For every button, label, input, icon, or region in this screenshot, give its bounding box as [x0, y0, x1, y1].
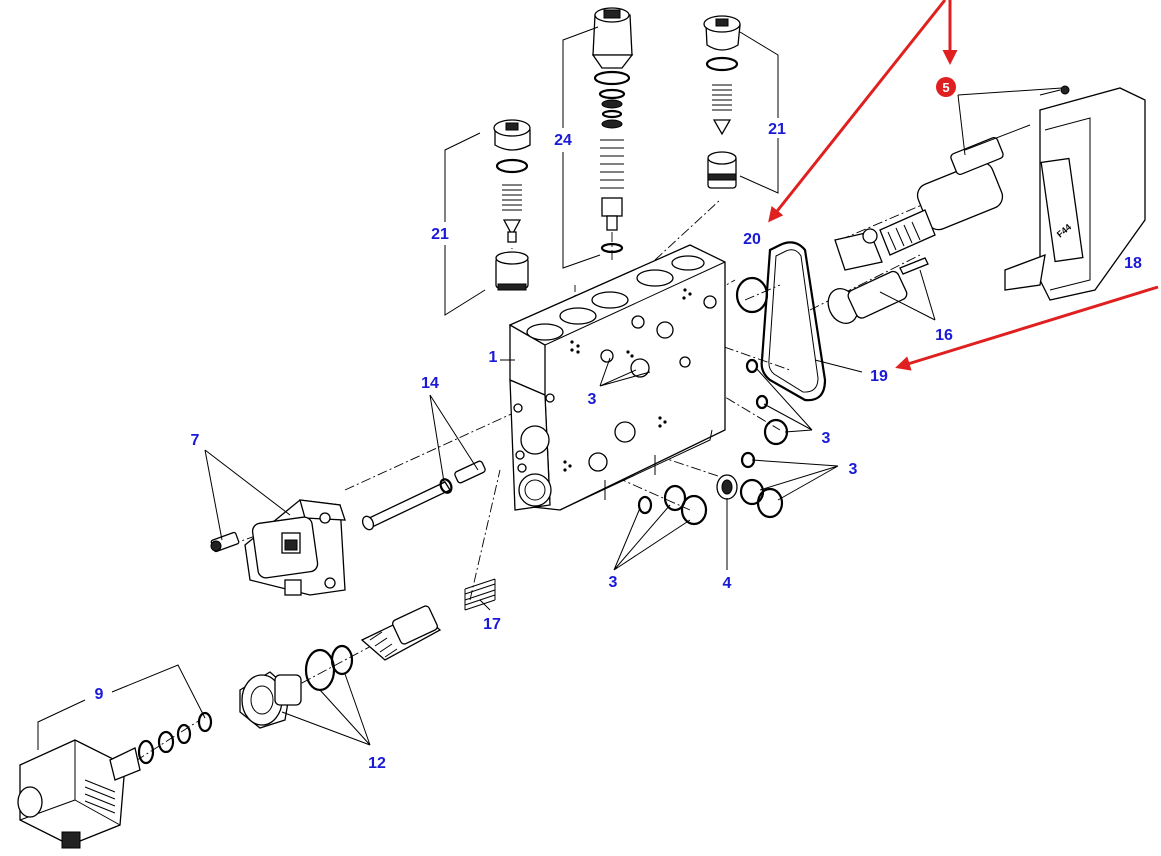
solenoid-coil-9: [17, 711, 213, 849]
callout-20: 20: [743, 231, 761, 248]
callout-21-right: 21: [768, 121, 786, 138]
callout-1: 1: [489, 349, 498, 366]
callout-3-center: 3: [588, 391, 597, 408]
highlight-arrows: [768, 0, 1159, 371]
callout-16: 16: [935, 327, 953, 344]
gasket-19: [760, 241, 827, 402]
callout-labels: 5 1 3 3 3 3 4 7 9 12 14 16 17 18 19 20 2…: [95, 77, 1142, 772]
callout-24: 24: [554, 132, 572, 149]
callout-3-right-lower: 3: [849, 461, 858, 478]
spring-17: [464, 578, 496, 611]
spool-cartridge-12: [239, 605, 442, 729]
callout-3-bottom: 3: [609, 574, 618, 591]
solenoid-valve: F44: [879, 85, 1146, 301]
callout-7: 7: [191, 432, 200, 449]
valve-block: [509, 244, 726, 511]
callout-19: 19: [870, 368, 888, 385]
callout-17: 17: [483, 616, 501, 633]
pilot-valve-cartridge: [591, 7, 634, 254]
check-valve-cartridge-left: [493, 119, 531, 291]
callout-21-left: 21: [431, 226, 449, 243]
leader-lines: [37, 26, 1063, 750]
spool-14: [361, 460, 486, 531]
callout-12: 12: [368, 755, 386, 772]
callout-14: 14: [421, 375, 439, 392]
callout-4: 4: [723, 575, 732, 592]
proportional-solenoid-7: [210, 499, 346, 596]
callout-5-badge: [936, 77, 956, 97]
valve-spool-16: [827, 228, 929, 325]
red-arrow-to-19: [895, 285, 1159, 371]
callout-9: 9: [95, 686, 104, 703]
callout-3-right-upper: 3: [822, 430, 831, 447]
callout-18: 18: [1124, 255, 1142, 272]
check-valve-cartridge-right: [703, 15, 741, 189]
oring-20: [735, 276, 769, 314]
orings-3-bottom: [637, 484, 708, 526]
red-arrow-to-20: [768, 0, 947, 223]
callout-5: 5: [942, 80, 949, 95]
